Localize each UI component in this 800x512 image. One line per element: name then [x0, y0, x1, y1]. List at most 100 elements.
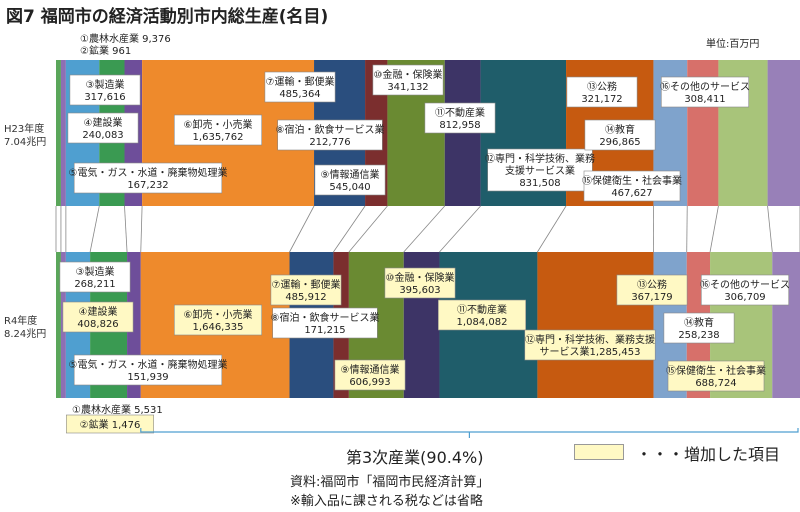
connector-line: [537, 205, 567, 253]
label-r4-3-box: [59, 261, 131, 293]
label-r4-5-text: ⑤電気・ガス・水道・廃棄物処理業: [69, 358, 228, 371]
label-r4-6-text: ⑥卸売・小売業: [184, 308, 253, 321]
label-r4-13-box: [616, 274, 688, 306]
connector-line: [348, 205, 388, 253]
label-r4-14-box: [663, 312, 735, 344]
label-r4-5-text: 151,939: [127, 372, 168, 383]
label-h23-6-text: 1,635,762: [193, 132, 244, 143]
label-r4-4-text: ④建設業: [79, 305, 118, 318]
label-r4-16-box: [700, 274, 789, 306]
label-h23-16-text: ⑯その他のサービス: [660, 80, 750, 93]
label-h23-13-text: ⑬公務: [587, 80, 617, 93]
label-h23-9-box: [314, 164, 386, 196]
connector-line: [439, 205, 481, 253]
label-r4-2-box: [66, 414, 155, 434]
label-h23-4-box: [67, 112, 139, 144]
label-h23-12-text: ⑫専門・科学技術、業務: [485, 152, 595, 165]
label-r4-9-text: 606,993: [349, 377, 390, 388]
label-r4-16-text: 306,709: [724, 292, 765, 303]
bar-seg-h23-1: [56, 60, 61, 206]
label-h23-9-text: ⑨情報通信業: [321, 168, 380, 181]
label-h23-3-text: ③製造業: [86, 78, 125, 91]
label-h23-9-text: 545,040: [329, 182, 370, 193]
label-h23-1: ①農林水産業 9,376: [80, 32, 171, 45]
label-r4-15-box: [667, 360, 765, 392]
label-r4-9-text: ⑨情報通信業: [341, 363, 400, 376]
connector-line: [403, 205, 446, 253]
label-h23-8-text: ⑧宿泊・飲食サービス業: [276, 123, 385, 136]
label-h23-3-text: 317,616: [84, 92, 125, 103]
label-h23-10-text: 341,132: [387, 82, 428, 93]
row-label-1: R4年度: [4, 314, 37, 327]
label-h23-7-text: ⑦運輸・郵便業: [266, 75, 335, 88]
note-text: ※輸入品に課される税などは省略: [290, 494, 483, 509]
label-h23-15-text: 467,627: [611, 188, 652, 199]
label-r4-5-box: [73, 354, 223, 386]
label-r4-14-text: ⑭教育: [684, 316, 714, 329]
label-r4-7-box: [270, 274, 342, 306]
label-h23-10-text: ⑩金融・保険業: [374, 68, 443, 81]
label-h23-14-box: [584, 119, 656, 151]
label-r4-8-text: ⑧宿泊・飲食サービス業: [271, 311, 380, 324]
connectors-layer: [55, 205, 800, 253]
label-h23-5-text: 167,232: [127, 180, 168, 191]
label-r4-13-text: 367,179: [631, 292, 672, 303]
label-r4-14-text: 258,238: [678, 330, 719, 341]
label-h23-4-text: ④建設業: [84, 116, 123, 129]
legend-swatch: [574, 444, 624, 460]
label-h23-6-box: [174, 114, 263, 146]
label-r4-10-text: 395,603: [399, 285, 440, 296]
label-r4-15-text: 688,724: [695, 378, 736, 389]
label-h23-2: ②鉱業 961: [80, 44, 131, 57]
label-h23-8-box: [277, 119, 383, 151]
bar-seg-r4-12: [537, 252, 654, 398]
connector-line: [333, 205, 366, 253]
label-h23-13-text: 321,172: [581, 94, 622, 105]
label-h23-3-box: [69, 74, 141, 106]
label-h23-14-text: 296,865: [599, 137, 640, 148]
label-h23-15-box: [583, 170, 681, 202]
label-r4-4-box: [62, 301, 134, 333]
unit-label: 単位:百万円: [706, 39, 760, 50]
tertiary-bracket: [140, 428, 799, 438]
bar-seg-r4-1: [56, 252, 61, 398]
label-h23-6-text: ⑥卸売・小売業: [184, 118, 253, 131]
label-r4-9-box: [334, 359, 406, 391]
label-h23-14-text: ⑭教育: [605, 123, 635, 136]
label-h23-15-text: ⑮保健衛生・社会事業: [582, 174, 682, 187]
row-total-0: 7.04兆円: [4, 136, 46, 148]
label-r4-6-text: 1,646,335: [193, 322, 244, 333]
chart-title: 図7 福岡市の経済活動別市内総生産(名目): [6, 7, 329, 27]
connector-line: [140, 205, 143, 253]
connector-line: [709, 205, 719, 253]
label-h23-11-box: [424, 102, 496, 134]
label-h23-11-text: 812,958: [439, 120, 480, 131]
label-r4-7-text: 485,912: [285, 292, 326, 303]
label-r4-16-text: ⑯その他のサービス: [700, 278, 790, 291]
label-h23-12-box: [487, 148, 593, 192]
label-r4-12-text: ⑫専門・科学技術、業務支援: [525, 333, 655, 346]
label-r4-1: ①農林水産業 5,531: [72, 403, 163, 416]
label-h23-4-text: 240,083: [82, 130, 123, 141]
label-r4-10-text: ⑩金融・保険業: [386, 271, 455, 284]
label-h23-8-text: 212,776: [309, 137, 350, 148]
connector-line: [767, 205, 773, 253]
connector-line: [124, 205, 128, 253]
label-r4-2-text: ②鉱業 1,476: [80, 418, 141, 431]
label-r4-10-box: [384, 267, 456, 299]
label-r4-11-text: ⑪不動産業: [457, 303, 507, 316]
label-h23-12-text: 831,508: [519, 178, 560, 189]
label-h23-10-box: [372, 64, 444, 96]
connector-line: [289, 205, 315, 253]
label-h23-5-box: [73, 162, 223, 194]
legend-text: ・・・増加した項目: [636, 445, 781, 464]
label-h23-7-box: [264, 71, 336, 103]
label-h23-16-box: [660, 76, 749, 108]
label-r4-6-box: [174, 304, 263, 336]
connector-line: [89, 205, 100, 253]
source-text: 資料:福岡市「福岡市民経済計算」: [290, 475, 490, 490]
label-r4-13-text: ⑬公務: [637, 278, 667, 291]
label-h23-13-box: [566, 76, 638, 108]
label-r4-12-box: [524, 329, 656, 361]
